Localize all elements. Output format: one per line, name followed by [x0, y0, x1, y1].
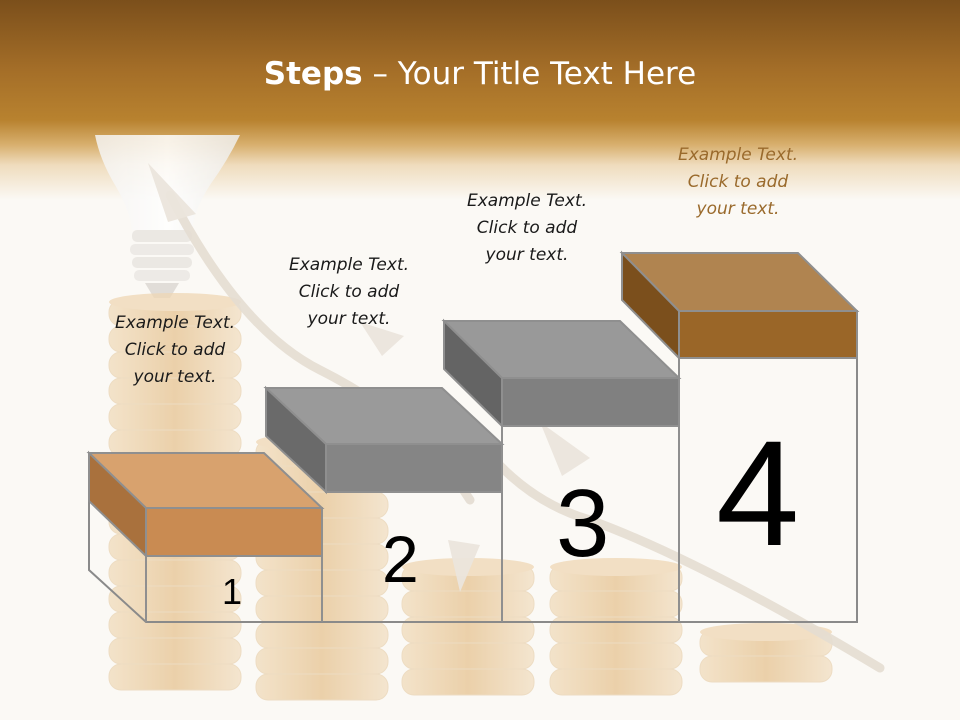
- slide-title[interactable]: Steps – Your Title Text Here: [0, 56, 960, 92]
- coin: [401, 642, 535, 670]
- caption-line: Example Text.: [114, 313, 236, 333]
- coin: [255, 673, 389, 701]
- coin: [108, 611, 242, 639]
- caption-line: Click to add: [687, 172, 789, 192]
- coin: [401, 616, 535, 644]
- step-3-caption[interactable]: Example Text. Click to add your text.: [432, 188, 622, 269]
- step-4-number: 4: [716, 409, 800, 577]
- coin: [549, 590, 683, 618]
- coin: [255, 647, 389, 675]
- step-2-caption[interactable]: Example Text. Click to add your text.: [254, 252, 444, 333]
- coin: [255, 621, 389, 649]
- coin: [549, 668, 683, 696]
- step-4-block: [619, 250, 860, 361]
- caption-line: your text.: [696, 199, 780, 219]
- step-1-block: [86, 450, 325, 559]
- coin: [108, 663, 242, 691]
- title-bold: Steps: [263, 56, 363, 92]
- caption-line: Click to add: [476, 218, 578, 238]
- step-2-block: [263, 385, 505, 495]
- step-2-number: 2: [382, 522, 419, 596]
- caption-line: your text.: [485, 245, 569, 265]
- coin: [108, 637, 242, 665]
- step-3-number: 3: [556, 470, 610, 577]
- coin: [699, 655, 833, 683]
- caption-line: Click to add: [298, 282, 400, 302]
- caption-line: Example Text.: [288, 255, 410, 275]
- coin: [549, 616, 683, 644]
- title-rest: – Your Title Text Here: [362, 56, 697, 92]
- coin: [108, 403, 242, 431]
- caption-line: Example Text.: [466, 191, 588, 211]
- arrow-head-icon: [148, 163, 590, 592]
- coin-top: [109, 293, 241, 311]
- coin-top: [700, 623, 832, 641]
- step-1-number: 1: [222, 571, 243, 612]
- step-3-block: [441, 318, 682, 429]
- coin: [401, 590, 535, 618]
- coin-top: [550, 558, 682, 576]
- step-1-caption[interactable]: Example Text. Click to add your text.: [80, 310, 270, 391]
- step-4-caption[interactable]: Example Text. Click to add your text.: [643, 142, 833, 223]
- caption-line: your text.: [133, 367, 217, 387]
- steps-diagram: [86, 250, 860, 623]
- caption-line: your text.: [307, 309, 391, 329]
- caption-line: Example Text.: [677, 145, 799, 165]
- coin: [549, 642, 683, 670]
- caption-line: Click to add: [124, 340, 226, 360]
- coin: [401, 668, 535, 696]
